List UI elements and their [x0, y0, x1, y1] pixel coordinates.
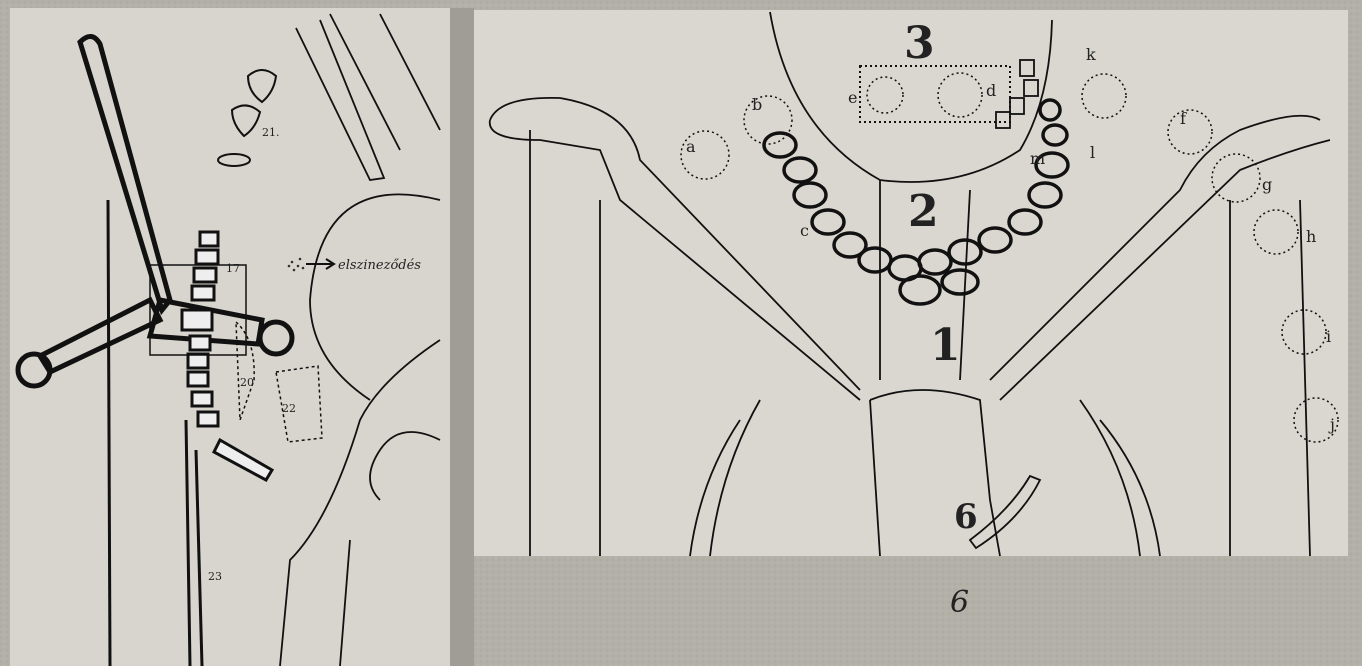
letter-g: g	[1262, 175, 1272, 194]
letter-a: a	[686, 137, 696, 156]
letter-j: j	[1328, 415, 1335, 434]
number-6: 6	[954, 497, 978, 537]
letter-k: k	[1086, 45, 1096, 64]
left-drawing-panel: elszineződés 21. 17 20 22 23	[10, 8, 450, 666]
letter-m: m	[1030, 149, 1045, 168]
number-2: 2	[908, 186, 939, 237]
label-20: 20	[240, 376, 254, 389]
label-22: 22	[282, 402, 296, 415]
letter-i: i	[1326, 327, 1331, 346]
label-23: 23	[208, 570, 222, 583]
letter-h: h	[1306, 227, 1316, 246]
letter-d: d	[986, 81, 996, 100]
number-1: 1	[930, 320, 961, 371]
letter-e: e	[848, 88, 857, 107]
number-3: 3	[904, 18, 935, 69]
right-drawing-panel: 3 2 1 6 a b c d e f g h i j k l m	[474, 10, 1348, 556]
letter-l: l	[1090, 143, 1095, 162]
letter-b: b	[752, 95, 762, 114]
annotation-discoloration: elszineződés	[338, 258, 421, 273]
label-17: 17	[226, 262, 240, 275]
bottom-pencil-label: 6	[950, 585, 969, 620]
letter-c: c	[800, 221, 809, 240]
label-21: 21.	[262, 126, 280, 139]
